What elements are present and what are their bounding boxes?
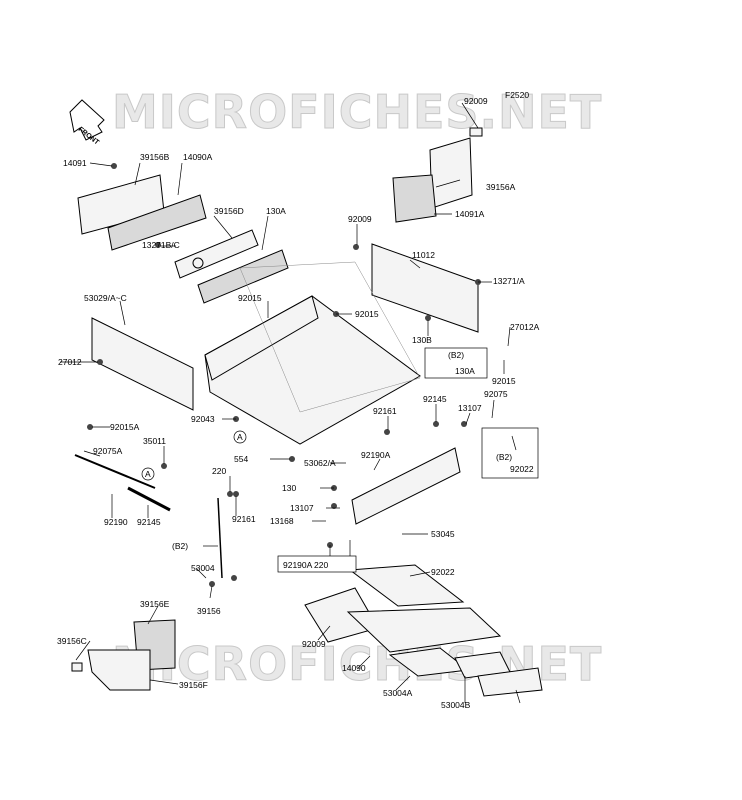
part-label: 13168: [270, 516, 294, 526]
callout-a-1: [233, 430, 247, 444]
part-label: 53004: [191, 563, 215, 573]
pad-39156d: [197, 249, 289, 304]
part-label: 53004B: [441, 700, 471, 710]
part-label: 92015: [355, 309, 379, 319]
part-label: 92161: [232, 514, 256, 524]
part-label: 92145: [423, 394, 447, 404]
part-labels: 92009 14091 39156B 14090A 39156A 14091A …: [57, 96, 540, 710]
part-label: 92190A: [361, 450, 391, 460]
part-label: 92009: [348, 214, 372, 224]
part-label: 92015: [238, 293, 262, 303]
part-label: 39156E: [140, 599, 170, 609]
part-label: 92009: [464, 96, 488, 106]
part-label: 14091A: [455, 209, 485, 219]
part-label: 39156C: [57, 636, 87, 646]
part-label: 92015A: [110, 422, 140, 432]
part-label: 39156F: [179, 680, 208, 690]
side-rail-13271bc: [371, 243, 479, 333]
part-label: 27012A: [510, 322, 540, 332]
rod-92190: [127, 486, 171, 512]
part-label: (B2): [172, 541, 188, 551]
mat-39156c: [346, 607, 502, 653]
callout-a-label-2: A: [145, 469, 151, 479]
part-label: 27012: [58, 357, 82, 367]
part-label: 39156A: [486, 182, 516, 192]
part-label: 92145: [137, 517, 161, 527]
part-label: 92022: [431, 567, 455, 577]
bolt-92009-bottom: [71, 662, 83, 672]
part-label: 92075A: [93, 446, 123, 456]
panel-14090: [87, 649, 151, 691]
part-label: 13271/A: [493, 276, 525, 286]
front-arrow-icon: FRONT: [69, 99, 105, 147]
mat-53004: [348, 564, 465, 607]
part-label: 554: [234, 454, 248, 464]
part-label: 130A: [455, 366, 475, 376]
part-label: 53004A: [383, 688, 413, 698]
part-label: 220: [314, 560, 328, 570]
part-label: (B2): [496, 452, 512, 462]
part-label: 220: [212, 466, 226, 476]
part-label: 92075: [484, 389, 508, 399]
part-label: 14091: [63, 158, 87, 168]
part-label: 39156: [197, 606, 221, 616]
part-label: 92043: [191, 414, 215, 424]
side-rail-13271a: [91, 317, 194, 411]
part-label: 92190: [104, 517, 128, 527]
part-label: 13271B/C: [142, 240, 180, 250]
part-label: 53045: [431, 529, 455, 539]
part-label: 92015: [492, 376, 516, 386]
part-label: 53029/A~C: [84, 293, 127, 303]
panel-14090a: [429, 137, 473, 209]
bed-front-wall: [204, 295, 319, 381]
cable-53045: [217, 497, 223, 579]
part-label: 14090A: [183, 152, 213, 162]
mat-53004b: [477, 667, 543, 697]
watermark-top: MICROFICHES.NET: [112, 85, 602, 139]
part-label: 39156B: [140, 152, 170, 162]
callout-a-2: [141, 467, 155, 481]
part-label: 13107: [290, 503, 314, 513]
hole-icon: [192, 257, 204, 269]
leader-lines: [60, 102, 521, 704]
part-label: 53062/A: [304, 458, 336, 468]
part-label: 92009: [302, 639, 326, 649]
part-label: 13107: [458, 403, 482, 413]
pad-39156b: [107, 194, 207, 251]
bracket-27012a: [424, 347, 488, 379]
tailgate-53062: [351, 447, 461, 525]
pad-39156a: [392, 174, 437, 223]
part-label: 130: [282, 483, 296, 493]
part-label: 92190A: [283, 560, 313, 570]
part-label: 35011: [143, 436, 166, 446]
bed-sheet-outline: [239, 261, 421, 413]
callout-a-label-1: A: [237, 432, 243, 442]
part-label: 130B: [412, 335, 432, 345]
bolt-92009-top: [469, 127, 483, 137]
part-label: 92161: [373, 406, 397, 416]
part-label: 92022: [510, 464, 534, 474]
part-label: (B2): [448, 350, 464, 360]
part-label: 11012: [412, 250, 435, 260]
rod-35011: [74, 454, 156, 489]
part-label: 130A: [266, 206, 286, 216]
bracket-92190a-top: [481, 427, 539, 479]
part-label: 39156D: [214, 206, 244, 216]
bracket-92190a-bottom: [277, 555, 357, 573]
diagram-code: F2520: [505, 90, 529, 100]
part-label: 14090: [342, 663, 366, 673]
